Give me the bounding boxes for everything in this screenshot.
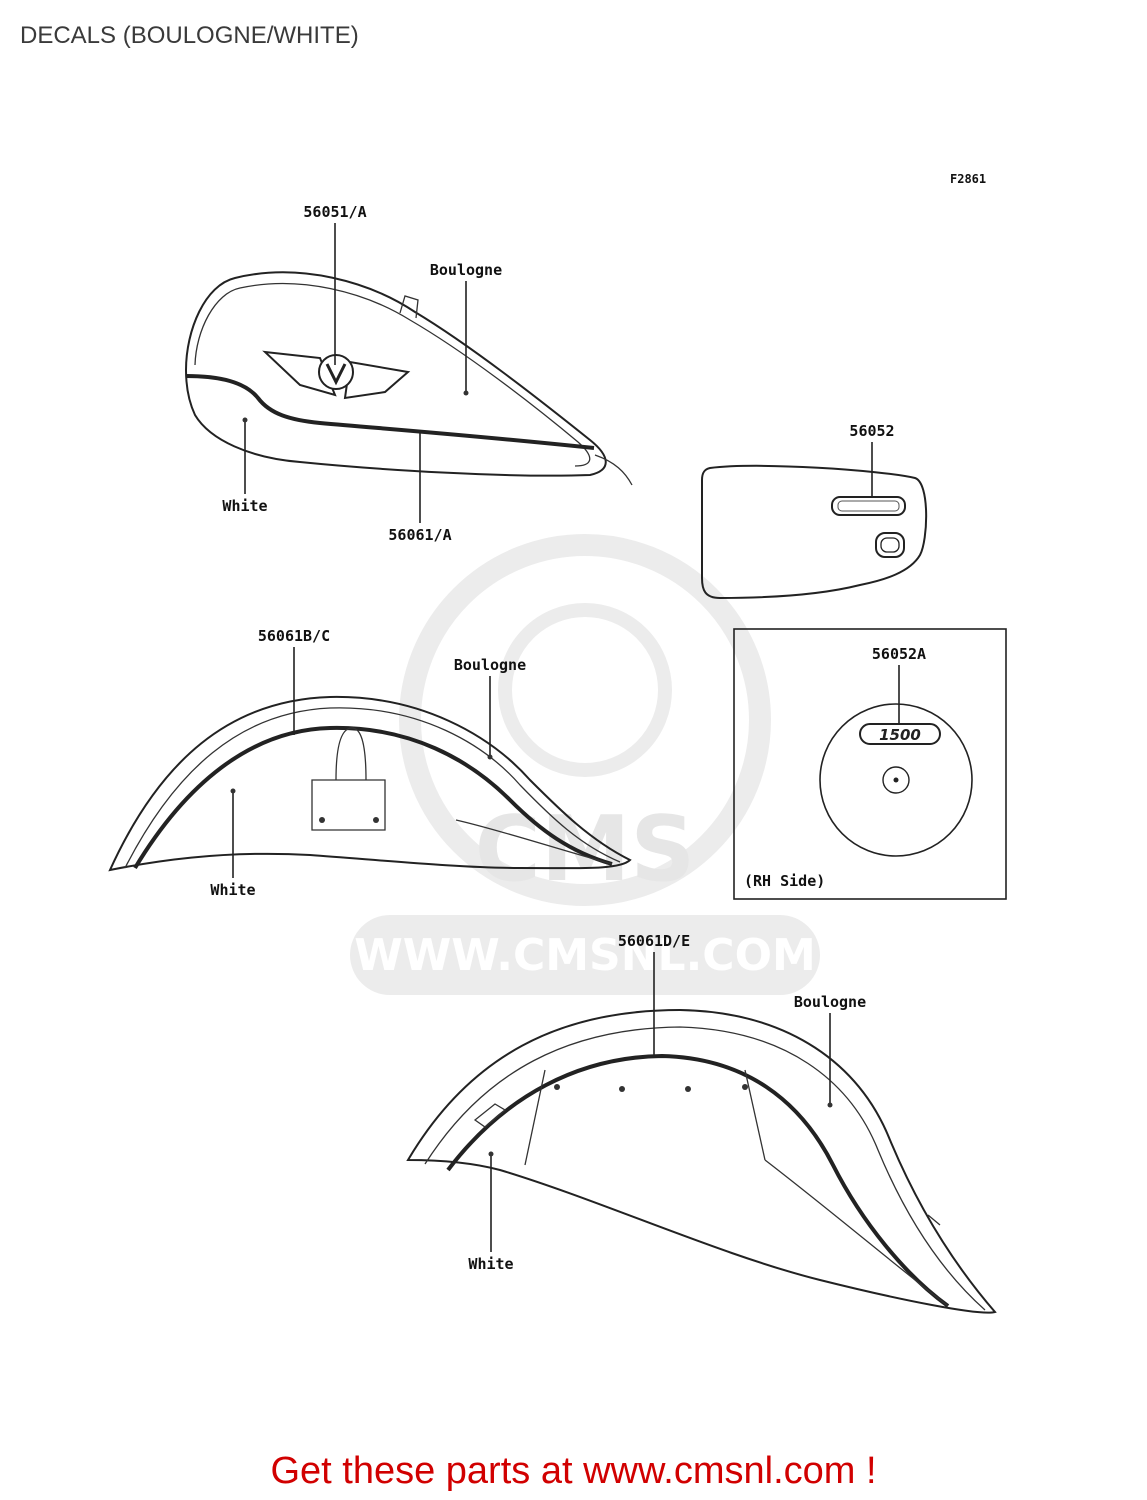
callout-rear-fender-boulogne: Boulogne bbox=[794, 993, 866, 1011]
watermark-url: WWW.CMSNL.COM bbox=[354, 930, 816, 981]
cmsnl-watermark: CMS WWW.CMSNL.COM bbox=[350, 534, 820, 995]
callout-rear-fender-stripe: 56061D/E bbox=[618, 932, 690, 950]
svg-text:1500: 1500 bbox=[879, 726, 921, 744]
callout-side-cover: 56052 bbox=[849, 422, 894, 440]
callout-front-fender-stripe: 56061B/C bbox=[258, 627, 330, 645]
callout-tank-white: White bbox=[222, 497, 267, 515]
rear-fender bbox=[406, 1008, 997, 1314]
rh-side-note: (RH Side) bbox=[744, 872, 825, 890]
promo-link[interactable]: Get these parts at www.cmsnl.com ! bbox=[270, 1450, 877, 1492]
watermark-logo: CMS bbox=[475, 797, 695, 902]
wing-emblem bbox=[262, 350, 411, 400]
parts-diagram: CMS WWW.CMSNL.COM F2861 56051/A Boulogne… bbox=[108, 172, 1007, 1314]
callout-tank-boulogne: Boulogne bbox=[430, 261, 502, 279]
figure-code: F2861 bbox=[950, 172, 986, 186]
callout-emblem-1500: 56052A bbox=[872, 645, 926, 663]
side-cover bbox=[701, 464, 928, 600]
front-fender bbox=[108, 695, 632, 872]
fuel-tank bbox=[184, 271, 633, 486]
callout-rear-fender-white: White bbox=[468, 1255, 513, 1273]
page-title: DECALS (BOULOGNE/WHITE) bbox=[20, 22, 359, 49]
callout-front-fender-white: White bbox=[210, 881, 255, 899]
callout-tank-stripe: 56061/A bbox=[388, 526, 451, 544]
callout-tank-emblem: 56051/A bbox=[303, 203, 366, 221]
emblem-1500-box: 1500 bbox=[733, 628, 1007, 900]
callout-front-fender-boulogne: Boulogne bbox=[454, 656, 526, 674]
